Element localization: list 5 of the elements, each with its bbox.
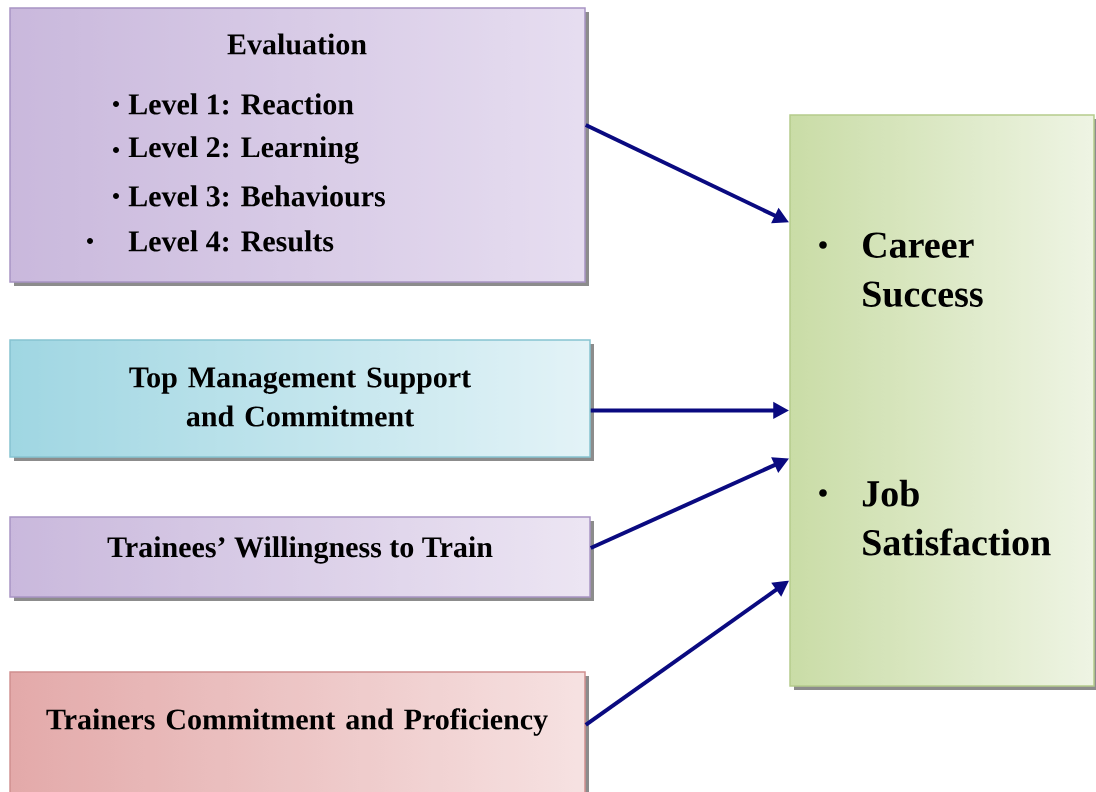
outcome-box: Career Success Job Satisfaction xyxy=(789,114,1096,690)
evaluation-box: Evaluation Level 1: Reaction Level 2: Learning Level 3: Behaviours Level 4: Results xyxy=(9,7,589,286)
process-box: Top Management Support and Commitment xyxy=(9,339,594,461)
process-box: Trainees’ Willingness to Train xyxy=(9,516,594,601)
process-box: Trainers Commitment and Proficiency xyxy=(9,671,589,792)
